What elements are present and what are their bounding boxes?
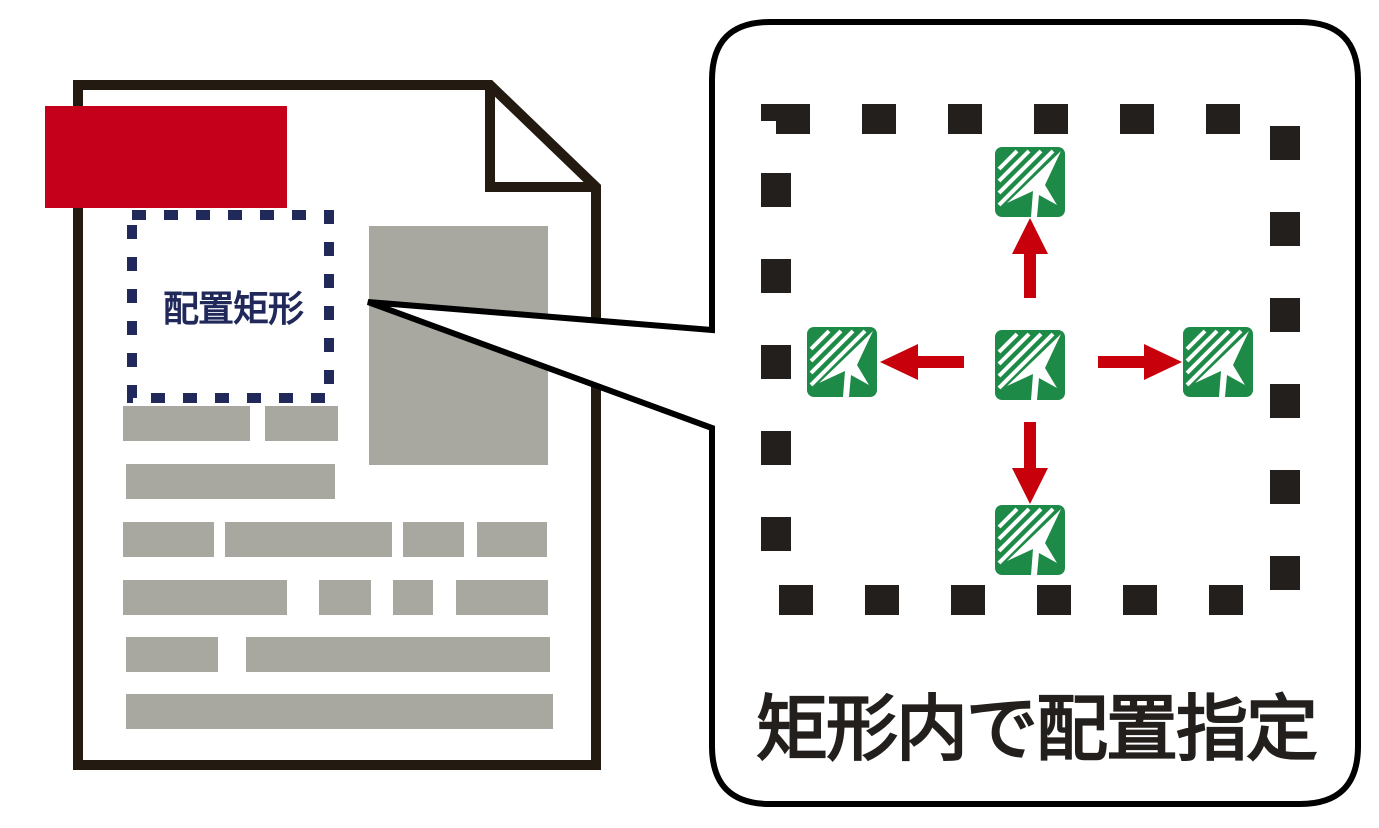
arrow-down-icon (1012, 422, 1048, 504)
logo-icon-top (993, 145, 1067, 219)
placement-rectangle (127, 210, 334, 403)
logo-icon-bottom (993, 503, 1067, 577)
logo-icon-left (805, 325, 879, 399)
arrow-up-icon (1012, 218, 1048, 298)
callout-bubble (366, 19, 1361, 807)
logo-icon-right (1181, 325, 1255, 399)
arrow-right-icon (1098, 344, 1182, 380)
header-block (45, 106, 287, 208)
callout-caption: 矩形内で配置指定 (755, 687, 1318, 771)
content-blocks (123, 226, 553, 729)
placement-rectangle-label: 配置矩形 (162, 289, 304, 330)
logo-icon-center (993, 328, 1067, 402)
target-rectangle (761, 104, 1300, 615)
arrow-left-icon (880, 344, 964, 380)
